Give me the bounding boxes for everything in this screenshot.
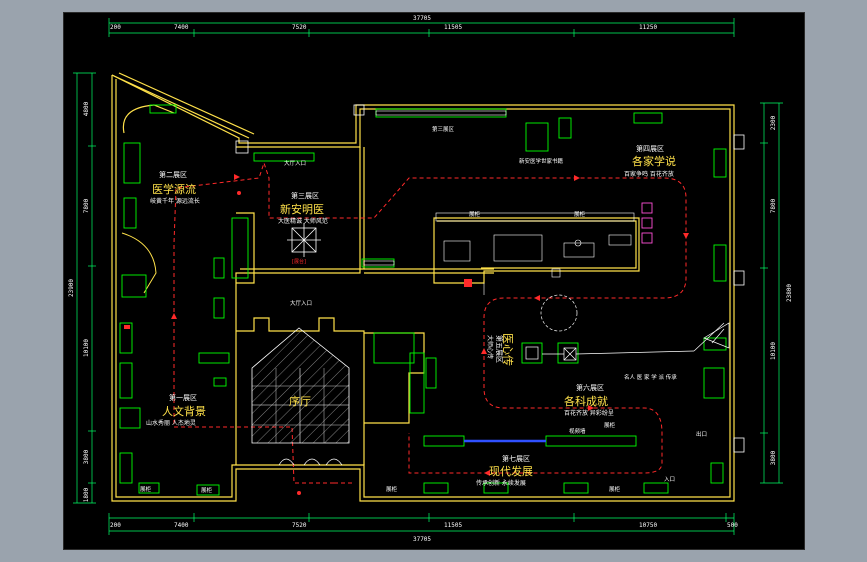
center-red-label: [展台] bbox=[292, 258, 306, 265]
zone-sub-7: 传承创新 永续发展 bbox=[476, 479, 526, 487]
dim-left-seg-2: 10100 bbox=[83, 339, 90, 357]
dim-right-seg-3: 3800 bbox=[770, 450, 777, 465]
floor-plan: 37705 200 7400 7520 11505 11250 37705 20… bbox=[68, 15, 793, 543]
zone-tag-2: 第二展区 bbox=[159, 170, 187, 179]
zone-sub-1: 山水秀丽 人杰地灵 bbox=[146, 419, 196, 427]
route-arrows bbox=[171, 174, 689, 476]
dim-right-seg-2: 10100 bbox=[770, 342, 777, 360]
dim-bottom-seg-1: 7400 bbox=[174, 522, 189, 529]
dim-bottom-seg-2: 7520 bbox=[292, 522, 307, 529]
curved-wall bbox=[122, 104, 175, 134]
magenta-cabinets bbox=[641, 202, 653, 244]
dim-bottom-seg-5: 500 bbox=[727, 522, 738, 529]
dim-bottom-total: 37705 bbox=[413, 536, 431, 543]
dim-left-total: 23900 bbox=[68, 279, 75, 297]
label-book-wall: 新安医学世家书籍 bbox=[519, 157, 564, 165]
zone-tag-3: 第三展区 bbox=[291, 191, 319, 200]
visitor-route bbox=[173, 161, 687, 484]
dim-left-seg-4: 1800 bbox=[83, 487, 90, 502]
zone-title-5: 医心传 bbox=[501, 333, 514, 366]
label-bottom-right: 展柜 bbox=[609, 485, 621, 493]
label-gate2: 大厅入口 bbox=[290, 299, 312, 307]
zone-title-2: 医学源流 bbox=[152, 182, 196, 196]
label-lower-right: 展柜 bbox=[604, 421, 616, 429]
dim-left-seg-3: 3800 bbox=[83, 449, 90, 464]
label-entrance: 入口 bbox=[664, 476, 675, 483]
hall-title: 序厅 bbox=[289, 394, 311, 408]
label-gate: 大厅入口 bbox=[284, 159, 306, 167]
dimension-lines bbox=[73, 18, 783, 535]
dim-right-total: 23800 bbox=[786, 284, 793, 302]
zone-tag-1: 第一展区 bbox=[169, 393, 197, 402]
zone-title-7: 现代发展 bbox=[489, 464, 533, 478]
dim-left-seg-0: 4800 bbox=[83, 101, 90, 116]
square-exhibit bbox=[525, 322, 725, 361]
zone-sub-5: 大师心传 bbox=[486, 335, 494, 359]
red-markers bbox=[124, 191, 472, 495]
zone-sub-6: 百花齐放 异彩纷呈 bbox=[564, 409, 614, 417]
label-bottom-left: 展柜 bbox=[140, 485, 152, 493]
entrance-doors bbox=[278, 458, 343, 466]
dim-bottom-seg-0: 200 bbox=[110, 522, 121, 529]
outer-walls bbox=[111, 72, 735, 502]
label-right-strip: 名人 医 家 学 派 传承 bbox=[624, 373, 677, 381]
label-bottom-left2: 展柜 bbox=[201, 486, 213, 494]
label-video: 视频墙 bbox=[569, 427, 586, 435]
zone-sub-2: 岐黄千年 源远流长 bbox=[150, 197, 200, 205]
dim-bottom-seg-3: 11505 bbox=[444, 522, 462, 529]
zone-tag-6: 第六展区 bbox=[576, 383, 604, 392]
zone-tag-4: 第四展区 bbox=[636, 144, 664, 153]
zone-tag-7: 第七展区 bbox=[502, 454, 530, 463]
zone-sub-4: 百家争鸣 百花齐放 bbox=[624, 170, 674, 178]
zone-title-4: 各家学说 bbox=[632, 154, 676, 168]
display-cabinets bbox=[119, 104, 727, 496]
dim-top-seg-1: 7400 bbox=[174, 24, 189, 31]
dim-left-seg-1: 7800 bbox=[83, 198, 90, 213]
zone-tag-5: 第五展区 bbox=[495, 335, 504, 363]
dim-top-seg-4: 11250 bbox=[639, 24, 657, 31]
book-wall bbox=[363, 110, 635, 266]
label-top-cabinet: 第三展区 bbox=[432, 125, 455, 133]
office-furniture bbox=[443, 234, 632, 295]
dim-right-seg-1: 7800 bbox=[770, 198, 777, 213]
hall-area bbox=[251, 327, 350, 444]
rotunda-circle bbox=[540, 294, 578, 332]
zone-title-3: 新安明医 bbox=[280, 202, 324, 216]
zone-title-6: 各科成就 bbox=[564, 394, 608, 408]
drawing-canvas[interactable]: 37705 200 7400 7520 11505 11250 37705 20… bbox=[63, 12, 805, 550]
dim-top-seg-2: 7520 bbox=[292, 24, 307, 31]
label-cabinets-a: 展柜 bbox=[469, 210, 481, 218]
label-exit: 出口 bbox=[696, 430, 707, 438]
right-entrance bbox=[703, 322, 730, 349]
wall-columns bbox=[235, 104, 745, 453]
center-exhibit bbox=[287, 223, 321, 257]
dim-top-total: 37705 bbox=[413, 15, 431, 22]
label-cabinets-b: 展柜 bbox=[574, 210, 586, 218]
dim-bottom-seg-4: 10750 bbox=[639, 522, 657, 529]
zone-title-1: 人文背景 bbox=[162, 404, 206, 418]
zone-sub-3: 大医精诚 大师风范 bbox=[278, 217, 328, 225]
dim-top-seg-3: 11505 bbox=[444, 24, 462, 31]
curved-wall-lower bbox=[121, 232, 157, 294]
dim-top-seg-0: 200 bbox=[110, 24, 121, 31]
dim-right-seg-0: 2300 bbox=[770, 115, 777, 130]
label-bottom-mid: 展柜 bbox=[386, 485, 398, 493]
